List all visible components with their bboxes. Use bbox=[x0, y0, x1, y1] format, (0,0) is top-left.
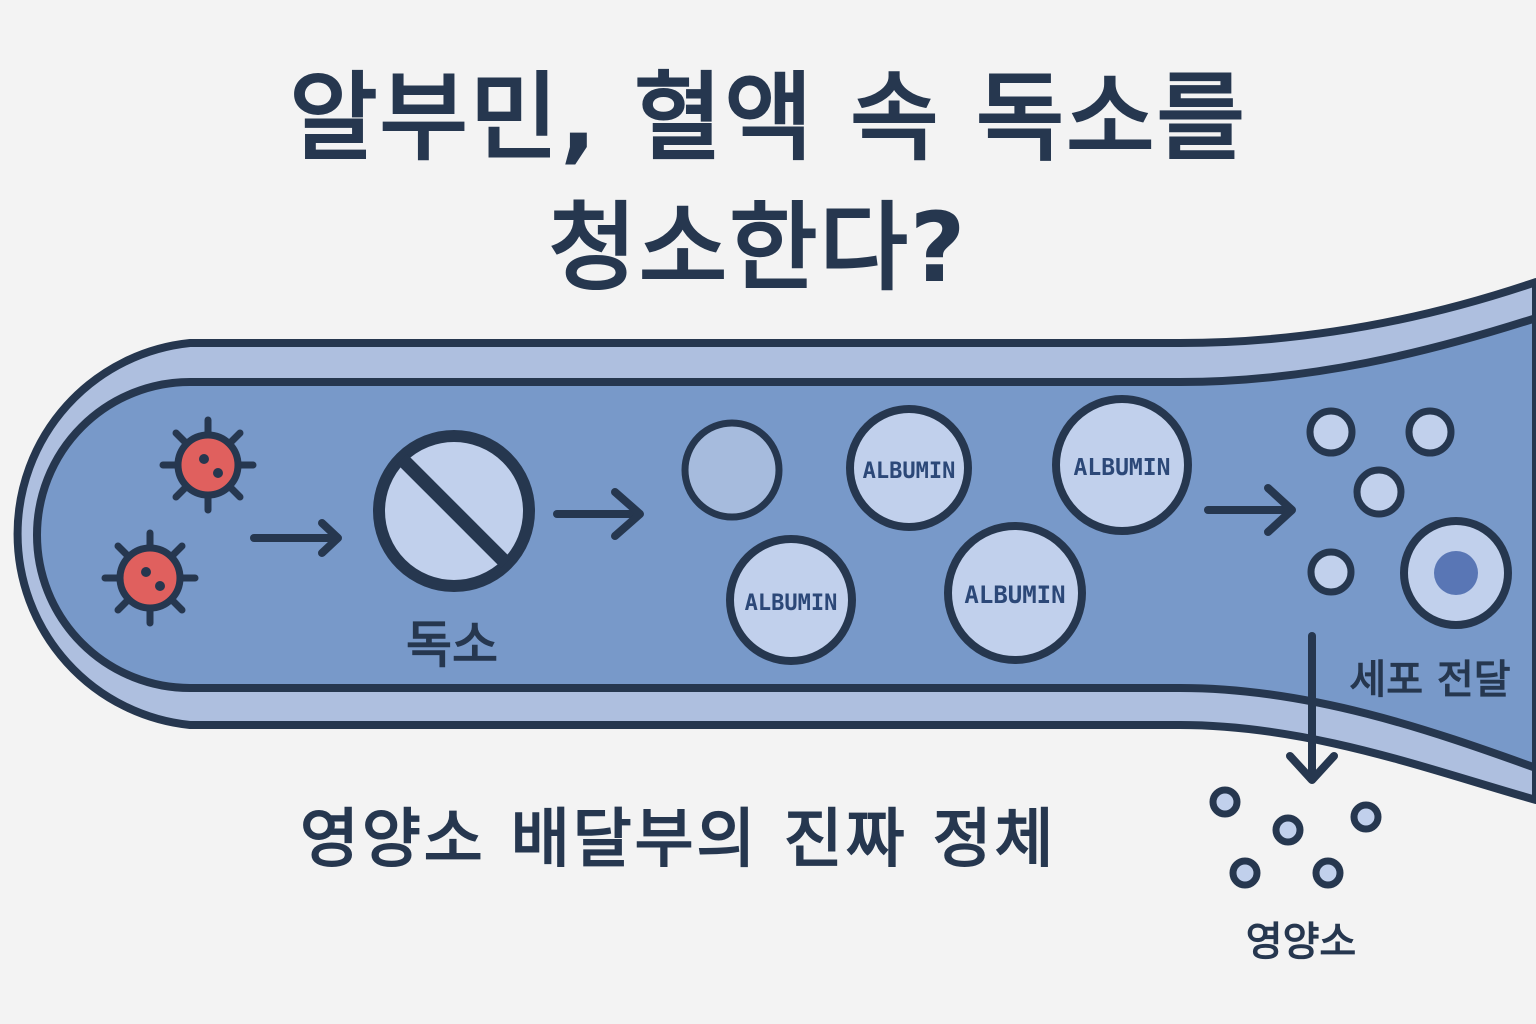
albumin-molecule: ALBUMIN bbox=[948, 526, 1082, 660]
albumin-label: ALBUMIN bbox=[1074, 455, 1171, 481]
albumin-molecule: ALBUMIN bbox=[730, 539, 852, 661]
cell-icon bbox=[1404, 521, 1508, 625]
toxin-label: 독소 bbox=[406, 616, 498, 674]
albumin-molecule: ALBUMIN bbox=[1056, 399, 1188, 531]
albumin-label: ALBUMIN bbox=[863, 459, 956, 484]
subtitle: 영양소 배달부의 진짜 정체 bbox=[300, 808, 1057, 872]
albumin-label: ALBUMIN bbox=[964, 581, 1065, 609]
nutrients-label: 영양소 bbox=[1246, 919, 1356, 965]
empty-particle bbox=[685, 423, 779, 517]
albumin-label: ALBUMIN bbox=[745, 591, 838, 616]
albumin-molecule: ALBUMIN bbox=[850, 409, 968, 527]
prohibited-icon bbox=[379, 436, 529, 586]
virus-icon bbox=[163, 420, 253, 510]
virus-icon bbox=[105, 533, 195, 623]
cell-delivery-label: 세포 전달 bbox=[1349, 657, 1510, 703]
nutrient-particles-outside bbox=[1213, 790, 1378, 885]
